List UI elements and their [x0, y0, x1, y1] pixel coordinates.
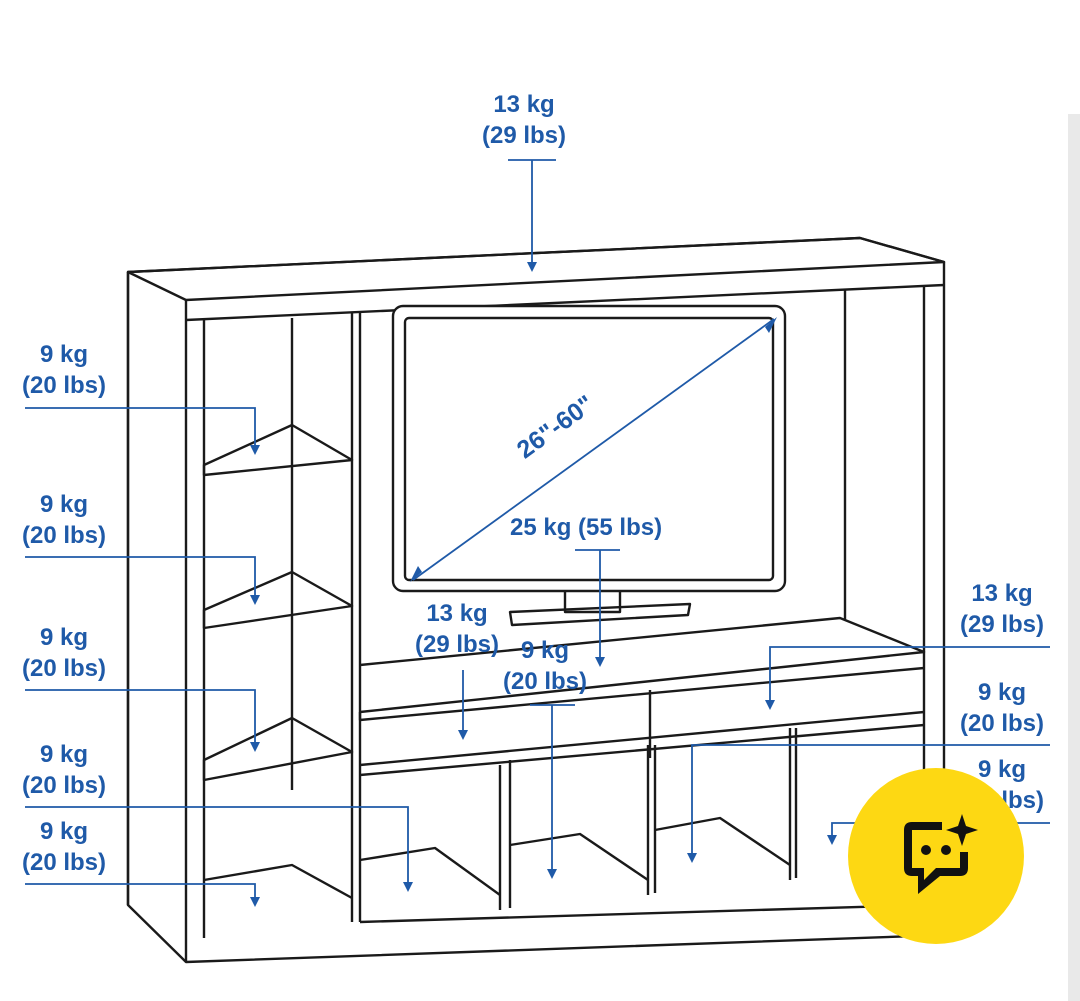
- load-right-lower-1: 9 kg(20 lbs): [960, 679, 1045, 737]
- chat-sparkle-icon: [904, 814, 978, 894]
- tv-load-label: 25 kg (55 lbs): [510, 514, 663, 541]
- load-right-shelf: 13 kg(29 lbs): [960, 580, 1045, 638]
- arrowheads: [250, 262, 837, 907]
- load-left-shelf-2: 9 kg(20 lbs): [22, 491, 107, 549]
- load-left-shelf-5: 9 kg(20 lbs): [22, 818, 107, 876]
- load-center-shelf: 13 kg(29 lbs): [415, 600, 500, 658]
- load-left-shelf-3: 9 kg(20 lbs): [22, 624, 107, 682]
- tv-unit-drawing: [126, 236, 946, 964]
- load-center-lower: 9 kg(20 lbs): [503, 637, 588, 695]
- load-left-shelf-1: 9 kg(20 lbs): [22, 341, 107, 399]
- scrollbar[interactable]: [1068, 114, 1080, 1001]
- load-top: 13 kg(29 lbs): [482, 91, 567, 149]
- load-left-shelf-4: 9 kg(20 lbs): [22, 741, 107, 799]
- chat-assistant-button[interactable]: [848, 768, 1024, 944]
